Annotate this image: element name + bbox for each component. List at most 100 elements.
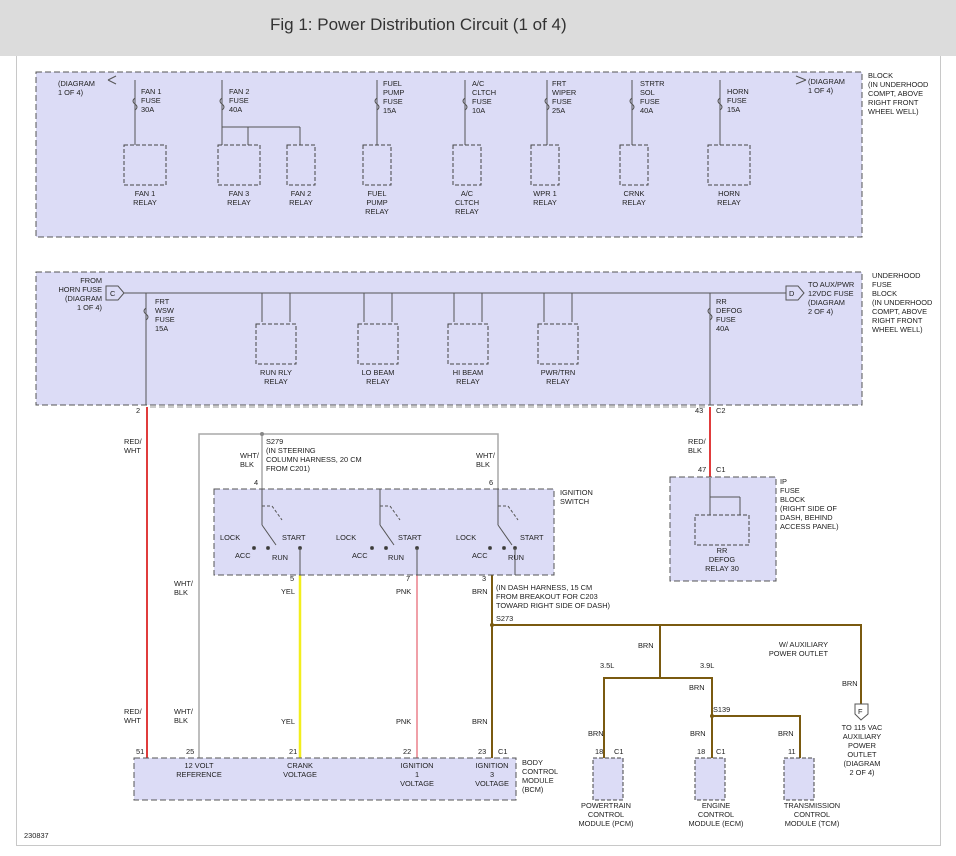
relay — [357, 323, 399, 365]
fuse-symbol — [374, 97, 380, 111]
ignition-position-label: START — [520, 533, 544, 542]
wire-label: RED/BLK — [688, 437, 707, 455]
s279-splice — [260, 432, 264, 436]
pin-label: 11 — [788, 747, 796, 756]
pin-label: 5 — [290, 574, 294, 583]
figure-header: Fig 1: Power Distribution Circuit (1 of … — [0, 0, 956, 56]
ignition-position-label: ACC — [235, 551, 251, 560]
fuse-symbol — [132, 97, 138, 111]
wire-label: YEL — [281, 587, 295, 596]
ignition-position-label: ACC — [352, 551, 368, 560]
relay — [707, 144, 751, 186]
figure-title: Fig 1: Power Distribution Circuit (1 of … — [270, 15, 567, 34]
pin-label: 51 — [136, 747, 144, 756]
pin-label: 7 — [406, 574, 410, 583]
pin-label: 3 — [482, 574, 486, 583]
control-module — [592, 757, 624, 801]
wire-label: 3.9L — [700, 661, 714, 670]
relay — [217, 144, 261, 186]
wire-label: BRN — [689, 683, 705, 692]
wire-label: BRN — [472, 717, 488, 726]
wire-label: BRN — [638, 641, 654, 650]
wire-label: BRN — [588, 729, 604, 738]
relay — [123, 144, 167, 186]
s139-label: S139 — [713, 705, 730, 714]
conn-d-arrow — [785, 285, 805, 301]
s139-splice — [710, 714, 714, 718]
pin-label: 2 — [136, 406, 140, 415]
pin-label: 21 — [289, 747, 297, 756]
fuse-symbol — [544, 97, 550, 111]
pin-label: C1 — [716, 747, 725, 756]
fuse-symbol — [717, 97, 723, 111]
ignition-position-label: START — [398, 533, 422, 542]
wire-label: BRN — [472, 587, 488, 596]
relay — [286, 144, 316, 186]
ignition-position-label: START — [282, 533, 306, 542]
body-control-module — [133, 757, 517, 801]
wire-label: RED/WHT — [124, 437, 143, 455]
ignition-position-label: RUN — [272, 553, 288, 562]
pin-label: 23 — [478, 747, 486, 756]
pin-label: C1 — [716, 465, 725, 474]
pin-label: 25 — [186, 747, 194, 756]
pin-label: C1 — [614, 747, 623, 756]
brn-outlet-wire — [492, 624, 862, 704]
wire-label: BRN — [842, 679, 858, 688]
top-fuse-wires — [134, 80, 721, 145]
wht-blk-loop-wire — [198, 433, 499, 758]
pin-label: 6 — [489, 478, 493, 487]
brn-pcm-wire — [603, 625, 661, 758]
wire-label: PNK — [396, 587, 411, 596]
relay — [362, 144, 392, 186]
ignition-position-label: LOCK — [336, 533, 356, 542]
conn-c-arrow — [105, 285, 125, 301]
s273-label: S273 — [496, 614, 513, 623]
wire-label: WHT/BLK — [240, 451, 260, 469]
pin-label: C1 — [498, 747, 507, 756]
conn-f-arrow — [854, 703, 869, 721]
wire-label: PNK — [396, 717, 411, 726]
wire-label: BRN — [690, 729, 706, 738]
conn-f-label: F — [858, 707, 863, 716]
wire-label: YEL — [281, 717, 295, 726]
wire-label: BRN — [778, 729, 794, 738]
wire-label: WHT/BLK — [174, 579, 194, 597]
fuse-symbol — [219, 97, 225, 111]
brn-ecm-wire — [660, 677, 713, 758]
